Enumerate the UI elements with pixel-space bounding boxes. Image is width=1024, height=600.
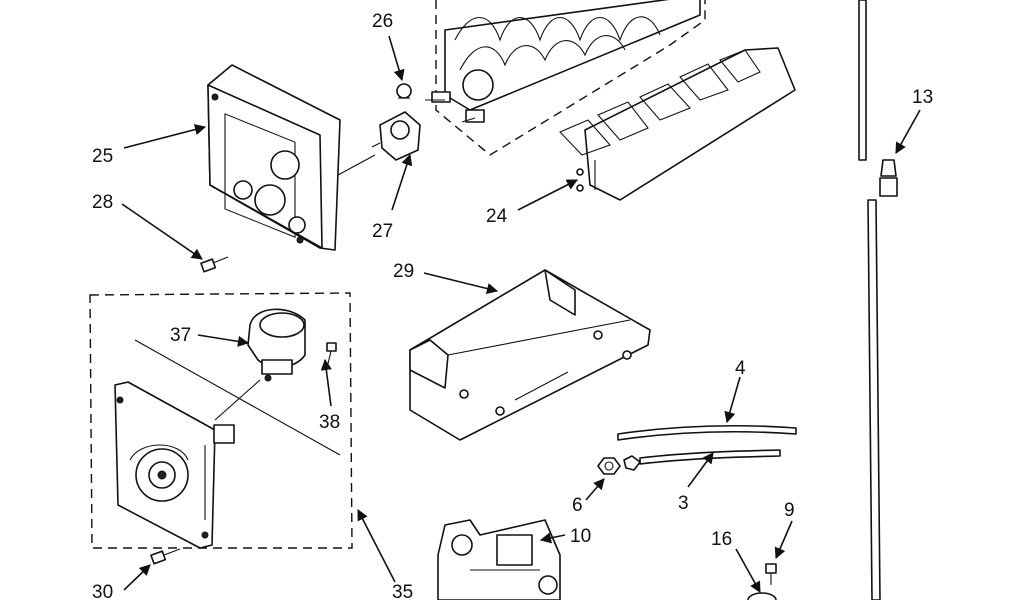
callout-26: 26	[372, 11, 393, 32]
callout-16: 16	[711, 529, 732, 550]
fitting-16	[747, 592, 777, 600]
leader-lines	[121, 35, 921, 593]
callout-27: 27	[372, 221, 393, 242]
callout-29: 29	[393, 261, 414, 282]
nut-6	[597, 455, 641, 475]
motor-part	[247, 308, 306, 382]
callout-38: 38	[319, 412, 340, 433]
water-valve	[437, 519, 561, 600]
gear-clip-part	[396, 83, 412, 99]
callout-9: 9	[784, 500, 795, 521]
callout-13: 13	[912, 87, 933, 108]
callout-25: 25	[92, 146, 113, 167]
callout-35: 35	[392, 582, 413, 600]
water-tube-4	[617, 424, 797, 441]
motor-assembly	[89, 292, 353, 549]
ice-stripper	[559, 47, 796, 201]
callout-37: 37	[170, 325, 191, 346]
module-housing	[207, 64, 376, 251]
cover-plate	[409, 269, 651, 441]
ice-mold-assembly	[425, 0, 706, 156]
callout-4: 4	[735, 358, 746, 379]
screw-38	[326, 342, 337, 369]
callout-30: 30	[92, 582, 113, 600]
thermostat-part	[371, 111, 421, 161]
callout-28: 28	[92, 192, 113, 213]
screw-30	[150, 548, 181, 565]
screw-28	[200, 256, 229, 273]
callout-24: 24	[486, 206, 508, 227]
fill-tube	[858, 0, 898, 600]
callout-6: 6	[572, 495, 583, 516]
screw-9	[765, 563, 777, 585]
callout-10: 10	[570, 526, 591, 547]
callout-3: 3	[678, 493, 689, 514]
